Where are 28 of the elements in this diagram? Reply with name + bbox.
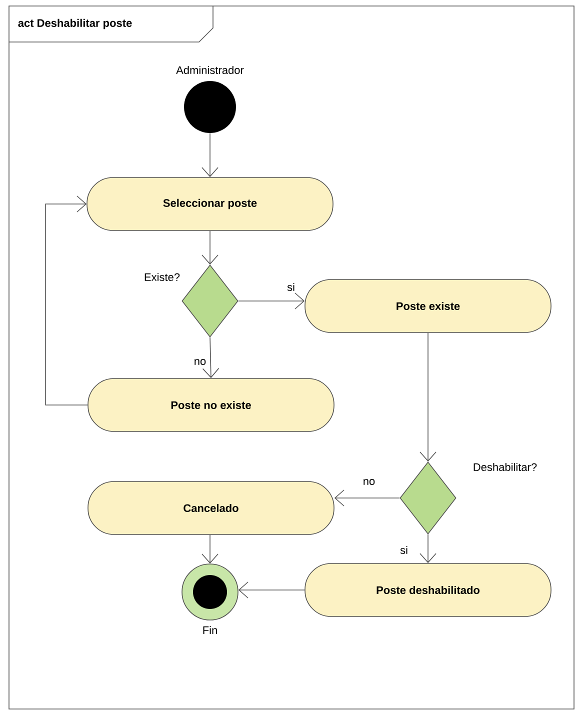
initial-node <box>184 81 236 133</box>
arrow <box>420 534 436 564</box>
action-box: Poste deshabilitado <box>304 563 552 617</box>
arrow <box>202 337 220 378</box>
action-box: Poste existe <box>304 279 552 333</box>
arrow <box>420 332 436 462</box>
decision-diamond <box>400 462 456 534</box>
arrow <box>202 230 218 265</box>
action-box: Cancelado <box>88 481 334 535</box>
edge-label: no <box>192 358 208 366</box>
decision-diamond <box>182 264 238 338</box>
arrow <box>202 534 218 564</box>
arrow <box>202 132 218 178</box>
action-box: Poste no existe <box>88 378 334 432</box>
node-label: Administrador <box>176 66 244 74</box>
edge-label: si <box>286 282 296 292</box>
action-box: Seleccionar poste <box>86 177 334 231</box>
node-label: Fin <box>203 626 217 634</box>
edge-label: no <box>362 478 376 486</box>
decision-label: Deshabilitar? <box>474 462 537 472</box>
arrow <box>238 292 305 310</box>
edge-label: si <box>399 544 409 556</box>
arrow <box>45 196 88 406</box>
final-node <box>182 564 238 620</box>
arrow <box>238 582 305 598</box>
diagram-title: act Deshabilitar poste <box>18 18 132 30</box>
decision-label: Existe? <box>144 272 180 282</box>
arrow <box>334 490 400 506</box>
